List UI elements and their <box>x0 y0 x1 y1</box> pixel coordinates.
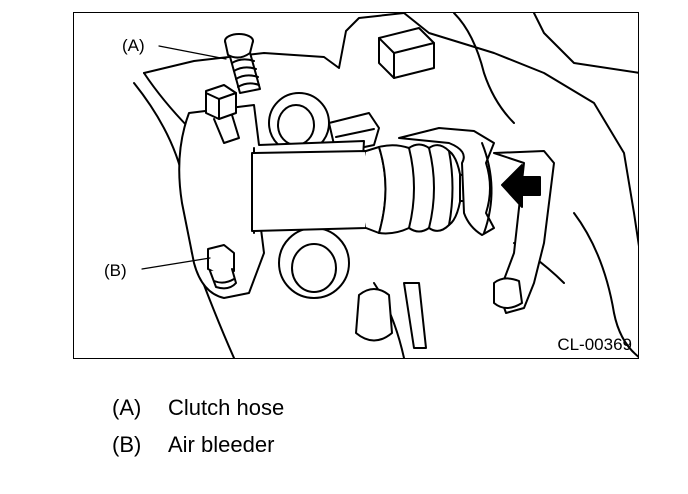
union-bolt <box>205 84 240 144</box>
direction-arrow <box>501 164 541 208</box>
dust-boot <box>378 143 463 235</box>
legend-text: Clutch hose <box>168 394 285 420</box>
line-drawing <box>133 13 638 358</box>
callout-b: (B) <box>104 261 127 280</box>
leader-line-a <box>158 45 227 60</box>
legend-item: (B) Air bleeder <box>112 426 284 463</box>
leader-lines <box>141 45 227 270</box>
legend-item: (A) Clutch hose <box>112 389 284 426</box>
legend-text: Air bleeder <box>168 431 275 457</box>
release-fork <box>398 127 555 314</box>
housing-stud <box>355 282 427 349</box>
air-bleeder <box>207 244 237 290</box>
legend: (A) Clutch hose (B) Air bleeder <box>112 389 284 463</box>
clutch-hose <box>224 33 261 94</box>
legend-key: (A) <box>112 394 142 420</box>
figure-code: CL-00369 <box>557 335 632 354</box>
leader-line-b <box>141 257 211 270</box>
cylinder-tube <box>251 146 387 234</box>
legend-key: (B) <box>112 431 142 457</box>
clutch-cylinder-illustration: (A) (B) CL-00369 <box>73 12 639 359</box>
housing-boss-lower <box>278 227 350 299</box>
callout-a: (A) <box>122 36 145 55</box>
housing-bolt-top <box>378 27 435 79</box>
